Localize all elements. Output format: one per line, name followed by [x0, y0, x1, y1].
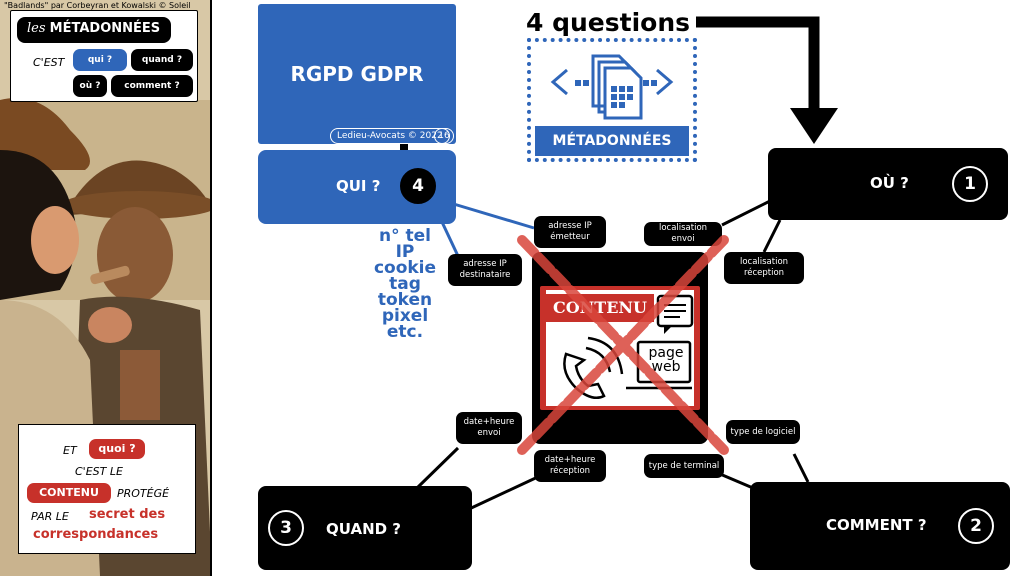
- detail-line: type de logiciel: [730, 426, 796, 437]
- who-item: IP: [395, 242, 415, 262]
- web-page-label: page web: [642, 346, 690, 374]
- qui-label: QUI ?: [336, 177, 381, 195]
- metadata-box: MÉTADONNÉES: [527, 38, 697, 162]
- comment-label: COMMENT ?: [826, 516, 927, 534]
- ou-pill: où ?: [73, 75, 107, 97]
- detail-line: envoi: [477, 428, 501, 438]
- who-item: cookie: [373, 258, 437, 278]
- comment-box: COMMENT ? 2: [750, 482, 1010, 570]
- page-number: 16: [434, 128, 454, 144]
- rgpd-copyright: Ledieu-Avocats © 2022: [330, 128, 450, 144]
- connector-lines: [400, 16, 838, 512]
- quand-label: QUAND ?: [326, 520, 402, 538]
- content-box: CONTENU: [532, 252, 708, 444]
- ou-box: OÙ ? 1: [768, 148, 1008, 220]
- protege-label: PROTÉGÉ: [117, 487, 170, 500]
- detail-line: réception: [743, 268, 785, 278]
- comment-number: 2: [958, 508, 994, 544]
- metadata-title: les MÉTADONNÉES: [17, 17, 171, 43]
- who-item: token: [377, 290, 433, 310]
- quand-pill: quand ?: [131, 49, 193, 71]
- detail-line: date+heure: [544, 455, 596, 465]
- detail-line: adresse IP: [548, 221, 592, 231]
- slide: RGPD GDPR Ledieu-Avocats © 2022 16 4 que…: [212, 0, 1024, 576]
- qui-pill: qui ?: [73, 49, 127, 71]
- metadata-speech-bubble: les MÉTADONNÉES C'EST qui ? quand ? où ?…: [10, 10, 198, 102]
- rgpd-header: RGPD GDPR Ledieu-Avocats © 2022 16: [258, 4, 456, 144]
- ou-number: 1: [952, 166, 988, 202]
- title-prefix: les: [27, 21, 46, 36]
- comment-pill: comment ?: [111, 75, 193, 97]
- type-terminal-box: type de terminal: [644, 454, 724, 478]
- detail-line: réception: [549, 466, 591, 476]
- quand-number: 3: [268, 510, 304, 546]
- type-logiciel-box: type de logiciel: [726, 420, 800, 444]
- rgpd-title: RGPD GDPR: [290, 62, 424, 86]
- comic-credit: "Badlands" par Corbeyran et Kowalski © S…: [4, 1, 191, 10]
- identifier-list: n° tel IP cookie tag token pixel etc.: [360, 226, 450, 342]
- web-line: page: [648, 345, 684, 361]
- secret-line-2: correspondances: [33, 527, 159, 542]
- content-speech-bubble: ET quoi ? C'EST LE CONTENU PROTÉGÉ PAR L…: [18, 424, 196, 554]
- detail-line: émetteur: [550, 232, 590, 242]
- quoi-pill: quoi ?: [89, 439, 145, 459]
- detail-line: localisation: [739, 257, 789, 267]
- arrow-head: [790, 108, 838, 144]
- detail-line: date+heure: [463, 417, 515, 427]
- quand-box: 3 QUAND ?: [258, 486, 472, 570]
- detail-line: localisation envoi: [658, 223, 708, 244]
- web-line: web: [651, 359, 681, 375]
- content-panel: CONTENU: [540, 286, 700, 410]
- detail-line: destinataire: [459, 270, 511, 280]
- detail-line: adresse IP: [463, 259, 507, 269]
- who-item: etc.: [386, 322, 424, 342]
- secret-line-1: secret des: [89, 507, 166, 522]
- par-le-label: PAR LE: [31, 510, 69, 523]
- comic-panel: "Badlands" par Corbeyran et Kowalski © S…: [0, 0, 212, 576]
- cest-label: C'EST: [33, 56, 65, 69]
- ou-label: OÙ ?: [870, 174, 909, 192]
- contenu-pill: CONTENU: [27, 483, 111, 503]
- et-label: ET: [63, 444, 77, 457]
- metadata-file-icon: [550, 54, 674, 120]
- phone-icon: [563, 336, 624, 399]
- who-item: n° tel: [378, 226, 431, 246]
- detail-line: type de terminal: [648, 460, 720, 471]
- content-inner: CONTENU: [546, 290, 694, 406]
- title-main: MÉTADONNÉES: [49, 21, 161, 36]
- metadata-label: MÉTADONNÉES: [535, 126, 689, 156]
- who-item: tag: [389, 274, 421, 294]
- who-item: pixel: [381, 306, 429, 326]
- localisation-envoi-box: localisation envoi: [644, 222, 722, 246]
- message-icon: [656, 294, 694, 334]
- questions-title: 4 questions: [526, 8, 691, 37]
- qui-number: 4: [400, 168, 436, 204]
- cest-le-label: C'EST LE: [75, 465, 123, 478]
- qui-box: QUI ? 4: [258, 150, 456, 224]
